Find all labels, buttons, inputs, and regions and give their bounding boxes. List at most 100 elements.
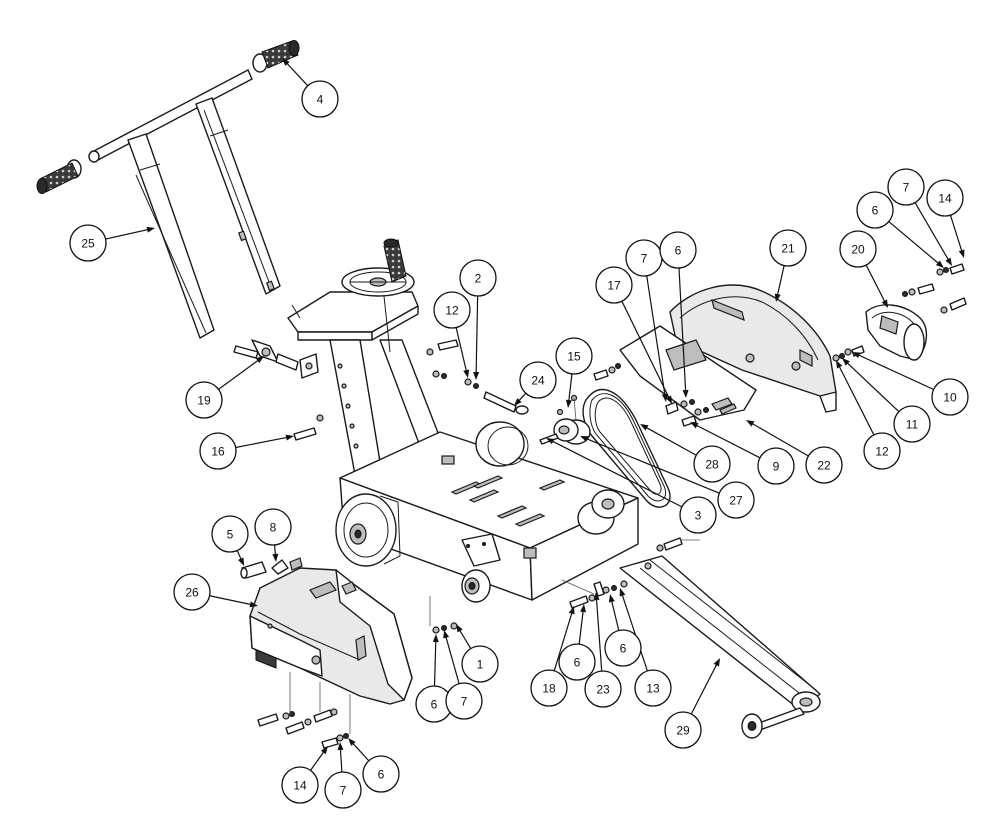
callout-number: 13 bbox=[646, 682, 660, 696]
callout-number: 1 bbox=[477, 658, 484, 672]
leader-line-c28 bbox=[644, 426, 697, 456]
leader-line-c15 bbox=[568, 373, 573, 403]
leader-arrowhead-c12a bbox=[463, 369, 470, 378]
leader-arrowhead-c18 bbox=[568, 606, 575, 615]
throttle-lever bbox=[233, 339, 319, 379]
callout-number: 20 bbox=[851, 243, 865, 257]
depth-wheel bbox=[341, 238, 415, 353]
callout-bubble bbox=[584, 670, 622, 708]
callout-number: 17 bbox=[607, 279, 621, 293]
callout-c9: 9 bbox=[757, 447, 795, 485]
leader-line-c7b bbox=[914, 202, 950, 262]
exhaust-pieces bbox=[240, 557, 303, 579]
callout-number: 7 bbox=[461, 695, 468, 709]
callout-c22: 22 bbox=[805, 446, 843, 484]
callout-c6f: 6 bbox=[604, 629, 642, 667]
leader-line-c27 bbox=[585, 437, 720, 494]
callout-number: 28 bbox=[705, 458, 719, 472]
leader-line-c19 bbox=[218, 359, 260, 390]
blade-flange-guard bbox=[865, 304, 927, 361]
callout-number: 6 bbox=[872, 204, 879, 218]
callout-c29: 29 bbox=[664, 711, 702, 749]
callout-number: 2 bbox=[475, 272, 482, 286]
callout-number: 23 bbox=[596, 683, 610, 697]
leader-arrowhead-c25 bbox=[146, 226, 155, 233]
leader-line-c14b bbox=[310, 750, 325, 771]
leader-line-c10 bbox=[857, 353, 934, 391]
leader-line-c21 bbox=[776, 265, 785, 297]
leader-arrowhead-c29 bbox=[713, 658, 720, 667]
leader-line-c16 bbox=[235, 436, 289, 449]
leader-arrowhead-c15 bbox=[565, 399, 572, 408]
callout-bubble bbox=[805, 446, 843, 484]
callout-number: 27 bbox=[729, 494, 743, 508]
callout-c17: 17 bbox=[595, 266, 633, 304]
callout-number: 6 bbox=[675, 244, 682, 258]
callout-number: 12 bbox=[445, 304, 459, 318]
leader-arrowhead-c11 bbox=[842, 358, 850, 366]
leader-arrowhead-c14a bbox=[958, 249, 965, 258]
callout-number: 6 bbox=[574, 656, 581, 670]
callout-number: 9 bbox=[773, 460, 780, 474]
leader-arrowhead-c27 bbox=[580, 436, 589, 442]
callout-c19: 19 bbox=[185, 381, 223, 419]
callout-c25: 25 bbox=[69, 224, 107, 262]
leader-arrowhead-c10 bbox=[852, 352, 861, 359]
pulley-hardware bbox=[556, 394, 578, 421]
leader-arrowhead-c23 bbox=[593, 592, 600, 601]
leader-arrowhead-c6c bbox=[432, 634, 439, 643]
callout-bubble bbox=[461, 645, 499, 683]
front-wheel bbox=[577, 489, 625, 535]
leader-line-c3 bbox=[551, 440, 683, 508]
callout-c14a: 14 bbox=[926, 179, 964, 217]
cutter-housing bbox=[249, 567, 413, 705]
callout-c7d: 7 bbox=[324, 771, 362, 809]
callout-c15: 15 bbox=[555, 337, 593, 375]
leader-arrowhead-c16 bbox=[285, 434, 294, 441]
callout-c16: 16 bbox=[199, 432, 237, 470]
leader-arrowhead-c19 bbox=[255, 356, 264, 364]
callout-bubble bbox=[926, 179, 964, 217]
callout-c7b: 7 bbox=[887, 168, 925, 206]
callout-c6a: 6 bbox=[659, 231, 697, 269]
callout-bubble bbox=[199, 432, 237, 470]
handle-bracket bbox=[287, 291, 441, 481]
callout-number: 14 bbox=[938, 192, 952, 206]
callout-c5: 5 bbox=[211, 515, 249, 553]
callout-c3: 3 bbox=[679, 496, 717, 534]
leader-line-c7a bbox=[646, 275, 666, 397]
callout-number: 12 bbox=[875, 445, 889, 459]
pointer-arm bbox=[619, 555, 821, 739]
callout-bubble bbox=[757, 447, 795, 485]
callout-number: 22 bbox=[817, 459, 831, 473]
leader-line-c13 bbox=[621, 593, 648, 672]
callout-bubble bbox=[634, 669, 672, 707]
leader-arrowhead-c14b bbox=[320, 746, 328, 755]
drive-pulley-hub bbox=[461, 533, 501, 603]
callout-number: 24 bbox=[531, 374, 545, 388]
leader-line-c7d bbox=[339, 747, 343, 773]
leader-arrowhead-c24 bbox=[514, 398, 522, 406]
callout-number: 4 bbox=[317, 93, 324, 107]
leader-line-c18 bbox=[553, 611, 573, 671]
left-bolt bbox=[293, 414, 324, 441]
leader-arrowhead-c22 bbox=[746, 420, 755, 427]
callout-bubble bbox=[931, 378, 969, 416]
leader-arrowhead-c3 bbox=[546, 438, 555, 445]
callout-number: 6 bbox=[620, 642, 627, 656]
callout-bubble bbox=[595, 266, 633, 304]
leader-arrowhead-c21 bbox=[774, 293, 781, 302]
callout-number: 15 bbox=[567, 350, 581, 364]
leader-line-c2 bbox=[475, 295, 479, 375]
leader-arrowhead-c26 bbox=[249, 601, 258, 608]
callout-c23: 23 bbox=[584, 670, 622, 708]
leader-line-c11 bbox=[845, 361, 900, 413]
callout-bubble bbox=[69, 224, 107, 262]
leader-arrowhead-c13 bbox=[619, 588, 626, 597]
leader-arrowhead-c7a bbox=[661, 393, 668, 402]
callout-c6b: 6 bbox=[856, 191, 894, 229]
alignment-lines bbox=[289, 539, 700, 734]
